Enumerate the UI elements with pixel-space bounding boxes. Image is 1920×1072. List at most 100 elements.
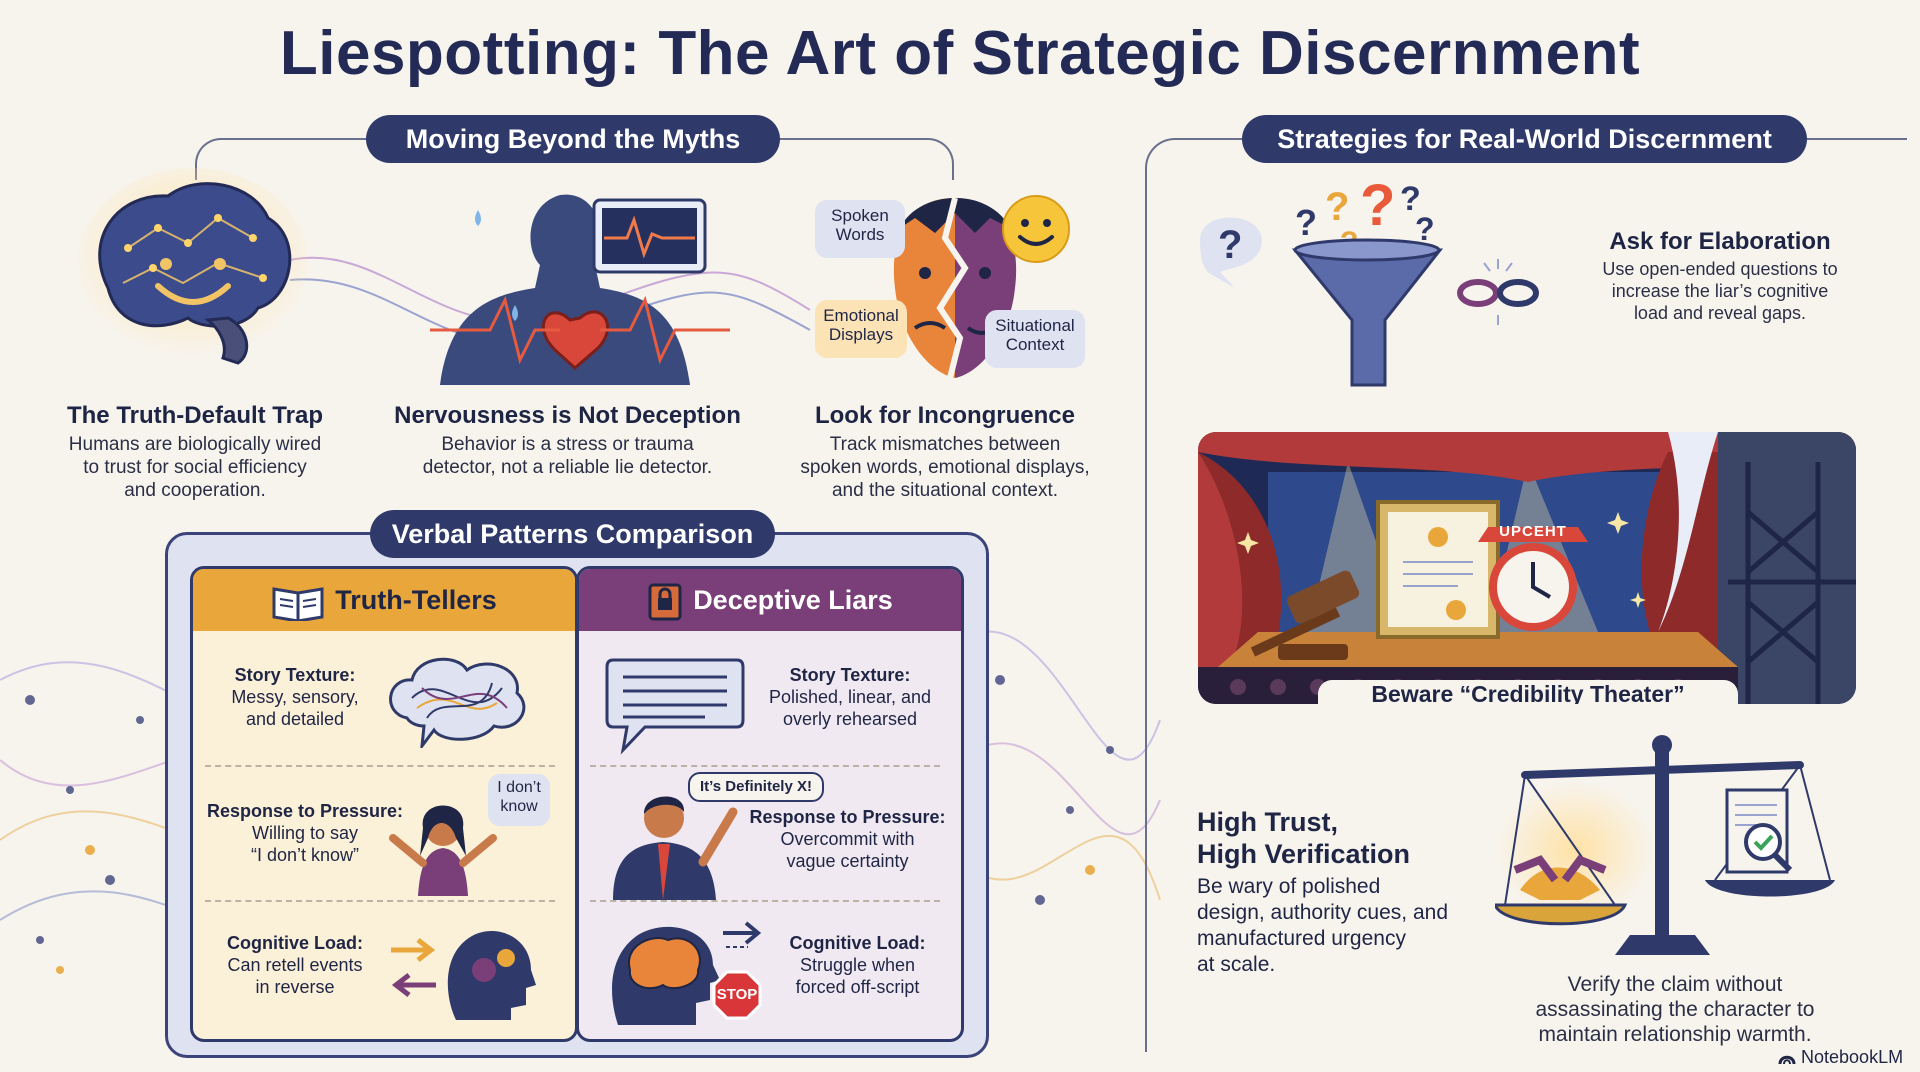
elaboration-line: increase the liar’s cognitive [1611,281,1829,301]
truth-tellers-header: Truth-Tellers [193,569,575,631]
verify-line: assassinating the character to [1535,998,1815,1021]
svg-text:?: ? [1360,180,1395,238]
stop-sign-text: STOP [716,986,758,1003]
reverse-arrows-head-icon [391,931,536,1020]
shrugging-person-icon [389,805,497,896]
svg-text:?: ? [1325,185,1349,229]
cell-label: Cognitive Load: [227,933,363,953]
cell-text: Willing to say [251,823,359,843]
truth-tellers-title: Truth-Tellers [335,585,497,615]
cell-text: and detailed [245,709,345,729]
verify-line: maintain relationship warmth. [1538,1023,1812,1046]
elaboration-line: load and reveal gaps. [1633,303,1807,323]
myth-truth-default: The Truth-Default Trap Humans are biolog… [40,402,350,502]
truth-pressure: Response to Pressure: Willing to say “I … [200,800,410,866]
truth-separator [205,765,555,767]
myth-text-line: Humans are biologically wired [68,434,322,455]
myth-text-line: and cooperation. [124,480,266,501]
liar-pressure: Response to Pressure: Overcommit with va… [740,806,955,872]
verbal-patterns-header: Verbal Patterns Comparison [370,510,775,558]
myth-text-line: and the situational context. [831,480,1059,501]
trust-line: design, authority cues, and [1197,901,1448,924]
myth-incongruence: Look for Incongruence Track mismatches b… [785,402,1105,502]
smiley-icon [1002,195,1070,263]
messy-thought-cloud-icon [389,657,526,748]
emotional-displays-bubble: Emotional Displays [815,300,907,358]
myth-text-line: detector, not a reliable lie detector. [422,457,713,478]
cell-text: vague certainty [786,851,909,871]
bubble-line: Situational [995,316,1075,335]
bubble-line: Emotional [823,306,899,325]
trust-line: manufactured urgency [1197,927,1406,950]
myth-text-line: Behavior is a stress or trauma [441,434,694,455]
trust-title-line: High Trust, [1197,807,1338,837]
situational-context-bubble: Situational Context [985,310,1085,368]
nervous-body-icon [430,194,730,385]
svg-text:?: ? [1415,211,1435,247]
definitely-x-bubble: It’s Definitely X! [688,772,824,802]
truth-story-texture: Story Texture: Messy, sensory, and detai… [205,664,385,730]
cell-label: Response to Pressure: [749,807,946,827]
cell-label: Cognitive Load: [789,933,926,953]
cell-label: Story Texture: [789,665,911,685]
question-funnel-icon: ? ? ? ? ? ? ? [1200,180,1539,387]
credibility-theater-card: UPCEHT Beware “Credibility Theater” [1198,432,1856,704]
notebooklm-logo-icon [1778,1051,1796,1065]
myth-title: Nervousness is Not Deception [394,402,741,429]
locked-book-icon [647,582,683,622]
myth-title: The Truth-Default Trap [66,402,323,429]
cell-text: overly rehearsed [782,709,918,729]
liar-story-texture: Story Texture: Polished, linear, and ove… [755,664,945,730]
ask-for-elaboration: Ask for Elaboration Use open-ended quest… [1585,228,1855,324]
cell-text: “I don’t know” [250,845,360,865]
myth-text-line: spoken words, emotional displays, [800,457,1090,478]
background-waves [0,630,1161,974]
cell-text: Polished, linear, and [768,687,932,707]
struggling-head-icon [612,921,762,1025]
bubble-line: Displays [828,325,894,344]
verify-claim-block: Verify the claim without assassinating t… [1500,972,1850,1047]
bubble-line: know [500,798,538,815]
rehearsed-speech-bubble-icon [605,658,745,755]
heart-monitor-icon [592,198,707,274]
cell-text: Messy, sensory, [231,687,359,707]
elaboration-title: Ask for Elaboration [1609,228,1831,255]
cell-label: Story Texture: [234,665,356,685]
myth-title: Look for Incongruence [814,402,1075,429]
myth-text-line: Track mismatches between [829,434,1061,455]
page-title: Liespotting: The Art of Strategic Discer… [279,19,1641,88]
trust-title-line: High Verification [1197,839,1411,869]
stop-sign-icon: STOP [712,970,762,1020]
cell-label: Response to Pressure: [206,801,404,821]
svg-text:?: ? [1400,180,1421,218]
deceptive-liars-title: Deceptive Liars [693,585,893,615]
verify-line: Verify the claim without [1567,973,1783,996]
clock-banner-text: UPCEHT [1499,523,1567,540]
brand-text: NotebookLM [1801,1047,1904,1067]
deceptive-liars-header: Deceptive Liars [579,569,961,631]
spoken-words-bubble: Spoken Words [815,200,905,258]
bubble-line: Spoken [831,206,889,225]
svg-text:?: ? [1295,202,1317,243]
cell-text: Overcommit with [780,829,915,849]
balance-scale-icon [1495,735,1835,955]
elaboration-line: Use open-ended questions to [1602,259,1838,279]
trust-line: at scale. [1197,953,1276,976]
i-dont-know-bubble: I don’t know [488,774,550,826]
theater-stage-illustration [1198,432,1856,704]
truth-cognitive-load: Cognitive Load: Can retell events in rev… [205,932,385,998]
cell-text: forced off-script [795,977,920,997]
brain-icon [78,168,308,365]
high-trust-block: High Trust, High Verification Be wary of… [1197,806,1497,978]
myths-header: Moving Beyond the Myths [366,115,780,163]
book-icon [271,583,325,621]
cell-text: Can retell events [227,955,363,975]
svg-text:?: ? [1218,223,1242,267]
liar-separator [590,900,940,902]
myth-text-line: to trust for social efficiency [83,457,307,478]
trust-line: Be wary of polished [1197,875,1381,898]
liar-cognitive-load: Cognitive Load: Struggle when forced off… [770,932,945,998]
strategies-header: Strategies for Real-World Discernment [1242,115,1807,163]
split-face-icon [893,197,1017,379]
bubble-line: Context [1005,335,1065,354]
